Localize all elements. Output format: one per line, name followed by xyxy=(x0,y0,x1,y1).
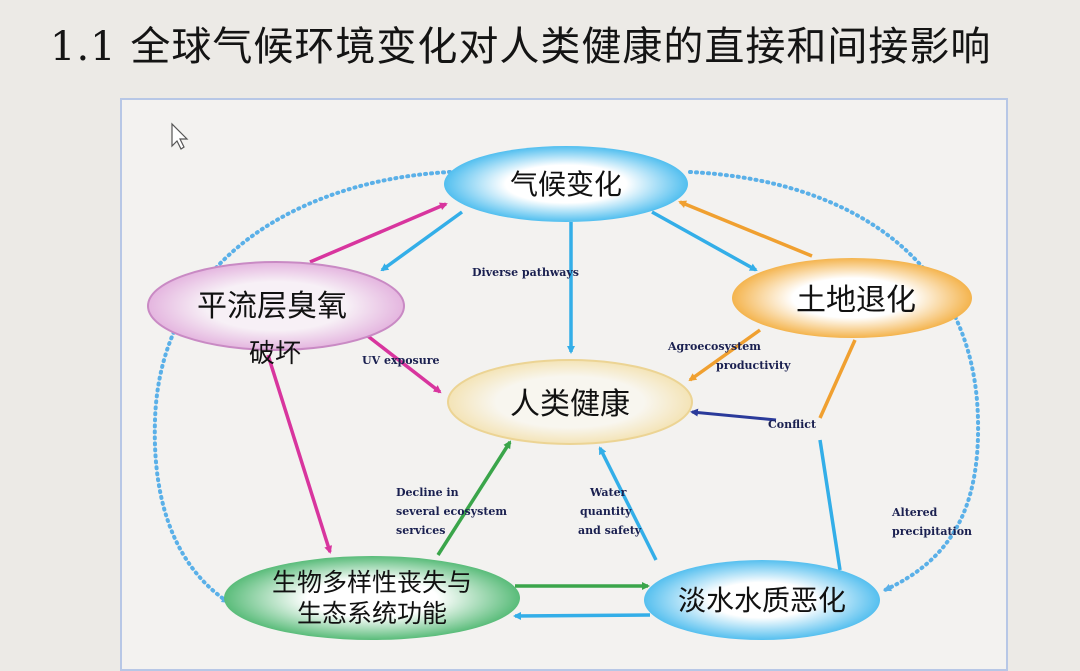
label-decline-1: Decline in xyxy=(396,486,459,499)
node-land-degradation: 土地退化 xyxy=(732,258,972,338)
label-altered-2: precipitation xyxy=(892,525,972,538)
arrow-water-to-health xyxy=(598,446,658,561)
arrow-biodiv-to-health xyxy=(436,440,512,556)
slide-title: 1.1 全球气候环境变化对人类健康的直接和间接影响 xyxy=(50,24,992,70)
node-ozone: 平流层臭氧 破坏 xyxy=(147,261,405,369)
node-biodiv-label-2: 生态系统功能 xyxy=(297,599,447,628)
label-water-3: and safety xyxy=(578,524,642,537)
line-land-to-conflict xyxy=(818,339,857,419)
node-freshwater: 淡水水质恶化 xyxy=(644,560,880,640)
cursor-icon xyxy=(171,122,189,150)
dotted-arrow-climate-to-water xyxy=(688,170,981,592)
arrow-biodiv-to-water-bottom xyxy=(513,611,651,620)
dotted-arrow-climate-to-biodiv xyxy=(152,170,452,604)
label-water-2: quantity xyxy=(580,505,632,518)
node-land-label: 土地退化 xyxy=(796,283,916,318)
label-agro-2: productivity xyxy=(716,359,791,372)
node-ozone-label-2: 破坏 xyxy=(249,339,301,369)
node-water-label: 淡水水质恶化 xyxy=(678,584,846,617)
arrow-ozone-to-climate xyxy=(309,202,448,264)
node-biodiversity: 生物多样性丧失与 生态系统功能 xyxy=(224,556,520,640)
node-biodiv-label-1: 生物多样性丧失与 xyxy=(272,568,472,597)
label-water-1: Water xyxy=(589,486,627,499)
node-climate-label: 气候变化 xyxy=(510,168,622,201)
node-health-label: 人类健康 xyxy=(510,387,630,422)
label-altered-1: Altered xyxy=(891,506,938,519)
arrow-land-to-health xyxy=(688,328,762,382)
arrow-land-to-climate xyxy=(678,200,813,258)
label-agro-1: Agroecosystem xyxy=(667,340,761,353)
outer-cycle xyxy=(152,170,981,604)
node-human-health: 人类健康 xyxy=(447,359,693,445)
label-diverse-pathways: Diverse pathways xyxy=(472,266,579,279)
arrow-conflict-to-health xyxy=(690,408,777,422)
label-uv-exposure: UV exposure xyxy=(362,354,440,367)
label-decline-2: several ecosystem xyxy=(396,505,507,518)
node-ozone-label-1: 平流层臭氧 xyxy=(197,289,347,324)
arrow-ozone-to-biodiv xyxy=(266,354,333,554)
label-decline-3: services xyxy=(396,524,445,537)
arrow-ozone-to-health xyxy=(358,328,442,394)
label-conflict: Conflict xyxy=(768,418,817,431)
node-climate-change: 气候变化 xyxy=(444,146,688,222)
arrow-climate-to-ozone xyxy=(380,210,464,272)
line-land-to-water xyxy=(818,439,842,571)
arrow-climate-to-land xyxy=(651,210,758,272)
